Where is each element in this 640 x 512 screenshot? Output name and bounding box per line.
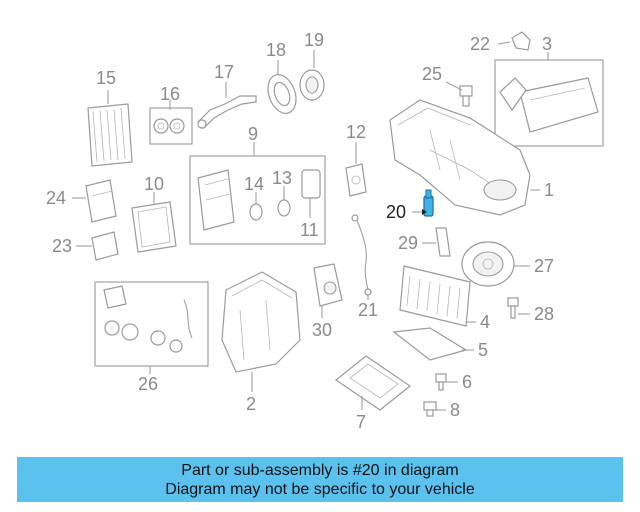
group-box-26: [94, 281, 209, 367]
callout-14: 14: [244, 174, 264, 194]
part-28-screw: [507, 297, 519, 319]
callout-11: 11: [300, 220, 319, 240]
callout-21: 21: [358, 300, 378, 320]
callout-2: 2: [246, 394, 256, 414]
part-21-harness: [351, 214, 372, 296]
callout-5: 5: [478, 340, 488, 360]
part-20-sensor[interactable]: [423, 189, 434, 217]
callout-8: 8: [450, 400, 460, 420]
callout-22: 22: [470, 34, 490, 54]
part-14-oring: [249, 203, 263, 221]
part-19-seal: [299, 69, 325, 101]
group-box-9: [189, 155, 326, 245]
group-box-16: [149, 107, 193, 145]
part-9-evaporator: [197, 169, 235, 231]
callout-4: 4: [480, 312, 490, 332]
callout-13: 13: [272, 168, 292, 188]
part-25-bolt: [459, 85, 473, 107]
callout-23: 23: [52, 236, 72, 256]
part-4-panel: [399, 265, 471, 327]
part-22-clip: [511, 31, 531, 51]
callout-10: 10: [144, 174, 164, 194]
part-16-rings: [153, 118, 185, 134]
part-24-module: [85, 179, 117, 223]
banner-line-1: Part or sub-assembly is #20 in diagram: [181, 462, 459, 479]
callout-15: 15: [96, 68, 116, 88]
part-2-housing: [221, 271, 301, 373]
callout-3: 3: [542, 34, 552, 54]
callout-26: 26: [138, 374, 158, 394]
banner-line-2: Diagram may not be specific to your vehi…: [165, 481, 475, 498]
part-7-tray: [334, 355, 412, 411]
leader-lines: [72, 41, 549, 411]
callout-28: 28: [534, 304, 554, 324]
callout-9: 9: [248, 124, 258, 144]
callout-1: 1: [544, 180, 554, 200]
part-13-oring: [277, 199, 291, 217]
part-1-housing: [389, 99, 531, 216]
callout-18: 18: [266, 40, 286, 60]
callout-25: 25: [422, 64, 442, 84]
info-banner: Part or sub-assembly is #20 in diagram D…: [17, 457, 623, 502]
part-5-plate: [392, 327, 468, 361]
callout-12: 12: [346, 122, 366, 142]
part-8-bolt: [423, 401, 437, 417]
part-30-actuator: [313, 263, 343, 307]
callout-27: 27: [534, 256, 554, 276]
callout-16: 16: [160, 84, 180, 104]
part-11-valve: [301, 169, 321, 199]
part-18-gasket: [267, 74, 297, 114]
part-6-bolt: [435, 373, 447, 391]
part-27-blower: [461, 241, 515, 287]
part-10-filter: [131, 201, 177, 253]
callout-19: 19: [304, 30, 324, 50]
callout-20[interactable]: 20: [386, 202, 406, 222]
callout-7: 7: [356, 412, 366, 432]
part-26-kit: [103, 285, 193, 353]
part-12-actuator: [345, 163, 367, 197]
callout-24: 24: [46, 188, 66, 208]
part-23-bracket: [91, 231, 119, 261]
part-17-pipe: [197, 95, 257, 129]
callout-17: 17: [214, 62, 234, 82]
part-15-filter: [87, 103, 133, 167]
callout-6: 6: [462, 372, 472, 392]
part-3-cover: [499, 77, 599, 133]
callout-29: 29: [398, 233, 418, 253]
callout-30: 30: [312, 320, 332, 340]
parts-diagram: 15 16 17 18 19 22 3 25 12 9 14 13 11 10 …: [46, 30, 604, 432]
group-box-3: [494, 59, 604, 147]
part-29-bracket: [435, 227, 451, 257]
